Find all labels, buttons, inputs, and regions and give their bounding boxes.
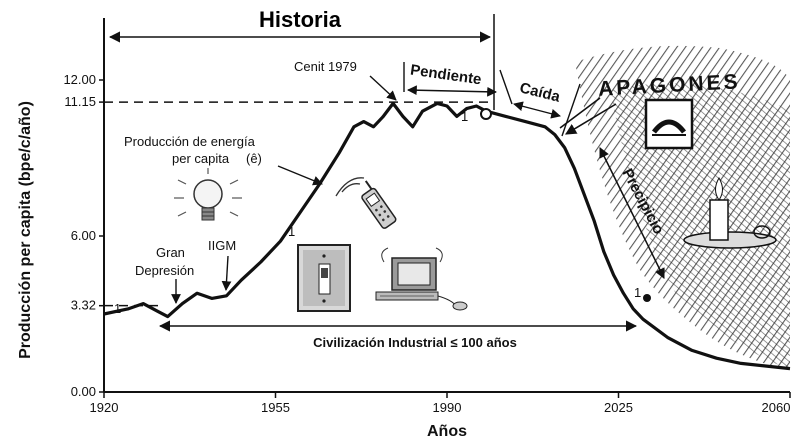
depresion-label: Depresión <box>135 263 194 278</box>
caida-label: Caída <box>518 79 562 106</box>
x-tick-label: 1990 <box>433 400 462 415</box>
reference-lines <box>104 101 494 307</box>
y-tick-label: 6.00 <box>71 228 96 243</box>
energy-arrow <box>277 165 323 186</box>
energy-label-line2: per capita <box>172 151 230 166</box>
y-axis-label: Producción per capita (bpe/c/año) <box>17 101 34 359</box>
point-1997 <box>480 108 492 120</box>
light-bulb-icon <box>174 168 242 221</box>
caida-tick-right <box>561 83 581 137</box>
marker-one-peak: 1 <box>461 109 468 124</box>
civilization-label: Civilización Industrial ≤ 100 años <box>313 335 517 350</box>
iigm-label: IIGM <box>208 238 236 253</box>
marker-one-mid: 1 <box>288 224 295 239</box>
energy-label-line1: Producción de energía <box>124 134 256 149</box>
marker-one-2030: 1 <box>634 285 641 300</box>
x-ticks: 1920 1955 1990 2025 2060 <box>90 392 791 415</box>
point-2030 <box>643 294 651 302</box>
iigm-arrow <box>221 255 232 291</box>
x-tick-label: 2025 <box>604 400 633 415</box>
civilization-bg <box>270 332 560 352</box>
chart-title: Historia <box>259 7 342 32</box>
marker-one-1920: 1 <box>114 301 121 316</box>
gran-label: Gran <box>156 245 185 260</box>
caida-arrow <box>513 101 561 119</box>
y-ticks: 0.00 3.32 6.00 11.15 12.00 <box>63 72 104 399</box>
apagones-arrow-1 <box>565 103 617 135</box>
x-tick-label: 1955 <box>261 400 290 415</box>
y-tick-label: 12.00 <box>63 72 96 87</box>
sun-dome-icon <box>644 98 694 150</box>
y-tick-label: 0.00 <box>71 384 96 399</box>
apagones-arrow-2 <box>559 97 601 129</box>
candle-icon <box>683 177 777 249</box>
y-tick-label: 11.15 <box>64 94 96 109</box>
pendiente-tick-right <box>499 69 513 105</box>
energy-series-line <box>103 101 791 371</box>
x-tick-label: 1920 <box>90 400 119 415</box>
cenit-label: Cenit 1979 <box>294 59 357 74</box>
x-tick-label: 2060 <box>762 400 791 415</box>
precipicio-arrow <box>599 147 665 279</box>
light-switch-icon <box>297 244 351 312</box>
computer-icon <box>375 247 468 311</box>
pendiente-arrow <box>407 85 497 97</box>
phone-waves <box>335 177 365 197</box>
x-axis-label: Años <box>427 423 467 440</box>
energy-symbol: (ê) <box>246 151 262 166</box>
pendiente-label: Pendiente <box>409 62 482 89</box>
cell-phone-icon <box>361 180 397 229</box>
cenit-arrow <box>369 75 397 101</box>
y-tick-label: 3.32 <box>71 298 96 313</box>
